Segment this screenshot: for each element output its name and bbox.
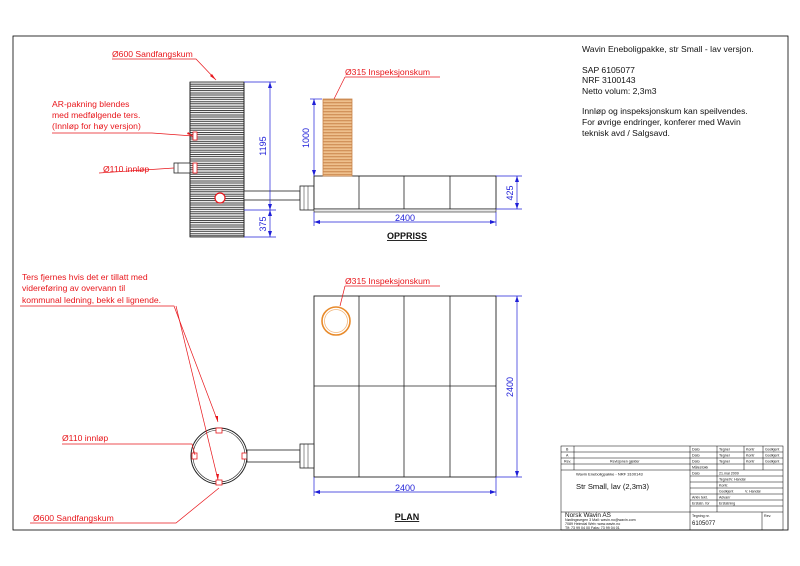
title-block-drawing-number: 6105077 xyxy=(692,521,716,527)
label-inlet-elevation: Ø110 innløp xyxy=(103,164,149,174)
title-block-text-cell: Kontr xyxy=(746,460,755,464)
note-line-2: For øvrige endringer, konferer med Wavin xyxy=(582,116,741,127)
title-block-text-cell: Godkjent xyxy=(765,460,779,464)
title-block-text-cell: Dato xyxy=(692,454,700,458)
title-block-text-cell: Arkiv tekt. xyxy=(692,496,708,500)
title-block-text-cell: B xyxy=(566,448,569,452)
note-line-3: teknisk avd / Salgsavd. xyxy=(582,127,670,138)
dim-2400-plan-horizontal: 2400 xyxy=(395,483,415,493)
title-block-text-cell: Dato xyxy=(692,460,700,464)
drawing-header: Wavin Eneboligpakke, str Small - lav ver… xyxy=(582,44,754,54)
view-title-plan: PLAN xyxy=(395,512,420,522)
drawing-notes: Wavin Eneboligpakke, str Small - lav ver… xyxy=(582,44,792,138)
view-title-oppriss: OPPRISS xyxy=(387,231,427,241)
tank-elevation xyxy=(313,175,497,213)
annotation-arrows xyxy=(187,74,219,480)
title-block-text-cell: A xyxy=(566,454,569,458)
connecting-pipe-elevation xyxy=(243,185,315,211)
title-block-text-cell: 21.mai 2009 xyxy=(719,472,739,476)
title-block-text-cell: Kontr. xyxy=(719,484,728,488)
title-block-text-cell: Nødingsvegen 3 Mail: wavin.no@wavin.com xyxy=(565,518,636,522)
title-block-text-cell: Kontr xyxy=(746,454,755,458)
title-block-text-cell: Tegning nr. xyxy=(692,514,710,518)
title-block-text-cell: Tegner xyxy=(719,460,731,464)
title-block-text-cell: V. Handal xyxy=(745,490,761,494)
title-block-text-cell: Godkjent xyxy=(765,454,779,458)
title-block-text-cell: Erstatning xyxy=(719,502,735,506)
dimension-lines-elevation xyxy=(244,81,522,238)
label-ar-line2: med medfølgende ters. xyxy=(52,110,140,120)
connecting-pipe-plan xyxy=(246,443,315,469)
outlet-circle-elevation xyxy=(214,192,226,204)
inspection-pipe-elevation xyxy=(322,98,353,177)
label-ters-line1: Ters fjernes hvis det er tillatt med xyxy=(22,272,148,282)
title-block-text-cell: Wavin Eneboligpakke - NRF 3100143 xyxy=(576,472,644,477)
title-block-text-cell: Kontr xyxy=(746,448,755,452)
inlet-stub-elevation xyxy=(173,162,198,174)
title-block-text-cell: Målestokk xyxy=(692,466,708,470)
ar-seal-marker xyxy=(192,131,198,141)
title-block-text-cell: Rev. xyxy=(764,514,771,518)
dim-425: 425 xyxy=(505,185,515,200)
dimension-arrows-plan xyxy=(314,296,519,494)
title-block-frame xyxy=(560,445,784,531)
label-inspection-plan: Ø315 Inspeksjonskum xyxy=(345,276,430,286)
title-block-text-cell: Tegner xyxy=(719,454,731,458)
dim-1195: 1195 xyxy=(258,136,268,155)
title-block-text-cell: Rev. xyxy=(564,460,571,464)
label-ar-line1: AR-pakning blendes xyxy=(52,99,129,109)
label-ters-line3: kommunal ledning, bekk el lignende. xyxy=(22,295,161,305)
dim-375: 375 xyxy=(258,216,268,231)
dim-2400-elevation: 2400 xyxy=(395,213,415,223)
dim-1000: 1000 xyxy=(301,128,311,148)
sandfang-plan xyxy=(190,427,248,486)
title-block-text-cell: Advan/ xyxy=(719,496,730,500)
title-block-text-cell: Godkjent xyxy=(719,490,733,494)
title-block-text-cell: Tegner xyxy=(719,448,731,452)
sap-number: SAP 6105077 xyxy=(582,64,635,75)
dimension-arrows-elevation xyxy=(268,82,519,237)
title-block-text-cell: Dato xyxy=(692,472,700,476)
label-ar-line3: (Innløp for høy versjon) xyxy=(52,121,141,131)
dim-2400-plan-vertical: 2400 xyxy=(505,377,515,397)
label-inspection-elevation: Ø315 Inspeksjonskum xyxy=(345,67,430,77)
label-sandfang-elevation: Ø600 Sandfangskum xyxy=(112,49,193,59)
title-block-text-cell: 7089 Heimdal Web: www.wavin.no xyxy=(565,522,620,526)
title-block-text-cell: Erstatn. for xyxy=(692,502,710,506)
dimension-lines-plan xyxy=(313,295,522,496)
annotation-leaders xyxy=(20,58,440,524)
label-ters-line2: videreføring av overvann til xyxy=(22,283,125,293)
title-block-company: Norsk Wavin AS xyxy=(565,512,611,519)
note-line-1: Innløp og inspeksjonskum kan speilvendes… xyxy=(582,106,748,117)
label-sandfang-plan: Ø600 Sandfangskum xyxy=(33,513,114,523)
title-block-text-cell: Tegnet xyxy=(719,478,730,482)
title-block-text-cell: Revisjonen gjelder xyxy=(610,460,640,464)
title-block-text-cell: Tlf: 73 99 04 00 Faks: 73 99 04 01 xyxy=(565,526,620,530)
label-inlet-plan: Ø110 innløp xyxy=(62,433,108,443)
title-block-text: B A Rev. Revisjonen gjelder Dato Dato Da… xyxy=(564,448,779,531)
nrf-number: NRF 3100143 xyxy=(582,75,636,86)
title-block-text-cell: V. Handal xyxy=(730,478,746,482)
title-block-text-cell: Dato xyxy=(692,448,700,452)
net-volume: Netto volum: 2,3m3 xyxy=(582,85,657,96)
title-block-text-cell: Godkjent xyxy=(765,448,779,452)
drawing-border xyxy=(12,35,789,531)
title-block-product-title: Str Small, lav (2,3m3) xyxy=(576,482,649,491)
inspection-pipe-plan xyxy=(321,306,351,336)
sandfang-elevation xyxy=(189,81,245,238)
